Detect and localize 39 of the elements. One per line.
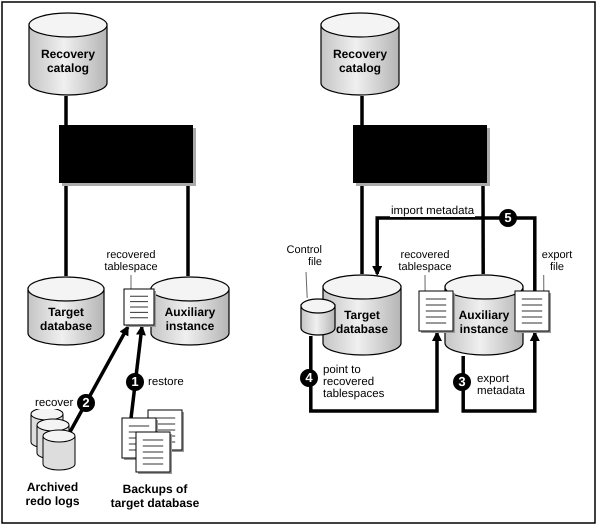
document-icon [124, 289, 156, 327]
step-number-badge: 2 [77, 394, 95, 412]
arrow [372, 216, 537, 291]
callout-text: recovered tablespace [98, 249, 164, 275]
connector-line [360, 183, 364, 274]
connector-line [64, 96, 68, 125]
step-number-badge: 1 [126, 373, 144, 391]
callout-text: Control file [282, 244, 322, 272]
step-number-badge: 5 [499, 209, 517, 227]
connector-line [64, 183, 68, 276]
leader-line [424, 274, 426, 292]
document-icon [515, 291, 551, 333]
connector-line [481, 183, 485, 274]
connector-line [186, 183, 190, 276]
file-cylinder-icon [300, 298, 336, 336]
cylinder-label: Recovery catalog [332, 47, 388, 76]
edge-label: recover [34, 397, 74, 409]
arrow [309, 331, 442, 413]
step-number-badge: 3 [453, 373, 471, 391]
leader-line [306, 272, 308, 298]
node-caption: Backups of target database [110, 482, 200, 510]
connector-line [360, 96, 364, 125]
arrow [461, 331, 540, 413]
document-icon [419, 291, 455, 333]
cylinder-label: Recovery catalog [40, 47, 96, 76]
step-number-badge: 4 [300, 369, 318, 387]
cylinder-label: Target database [38, 305, 94, 334]
cylinder-label: Target database [334, 308, 390, 336]
manager-box [59, 125, 193, 183]
callout-text: export file [538, 249, 576, 275]
node-caption: Archived redo logs [24, 480, 80, 508]
cylinder-label: Auxiliary instance [164, 305, 216, 334]
cylinder-label: Auxiliary instance [458, 308, 510, 336]
leader-line [543, 274, 544, 292]
edge-label: restore [147, 376, 185, 388]
callout-text: recovered tablespace [392, 249, 458, 275]
manager-box [353, 125, 487, 183]
edge-label: import metadata [390, 205, 476, 217]
leader-line [130, 274, 132, 290]
